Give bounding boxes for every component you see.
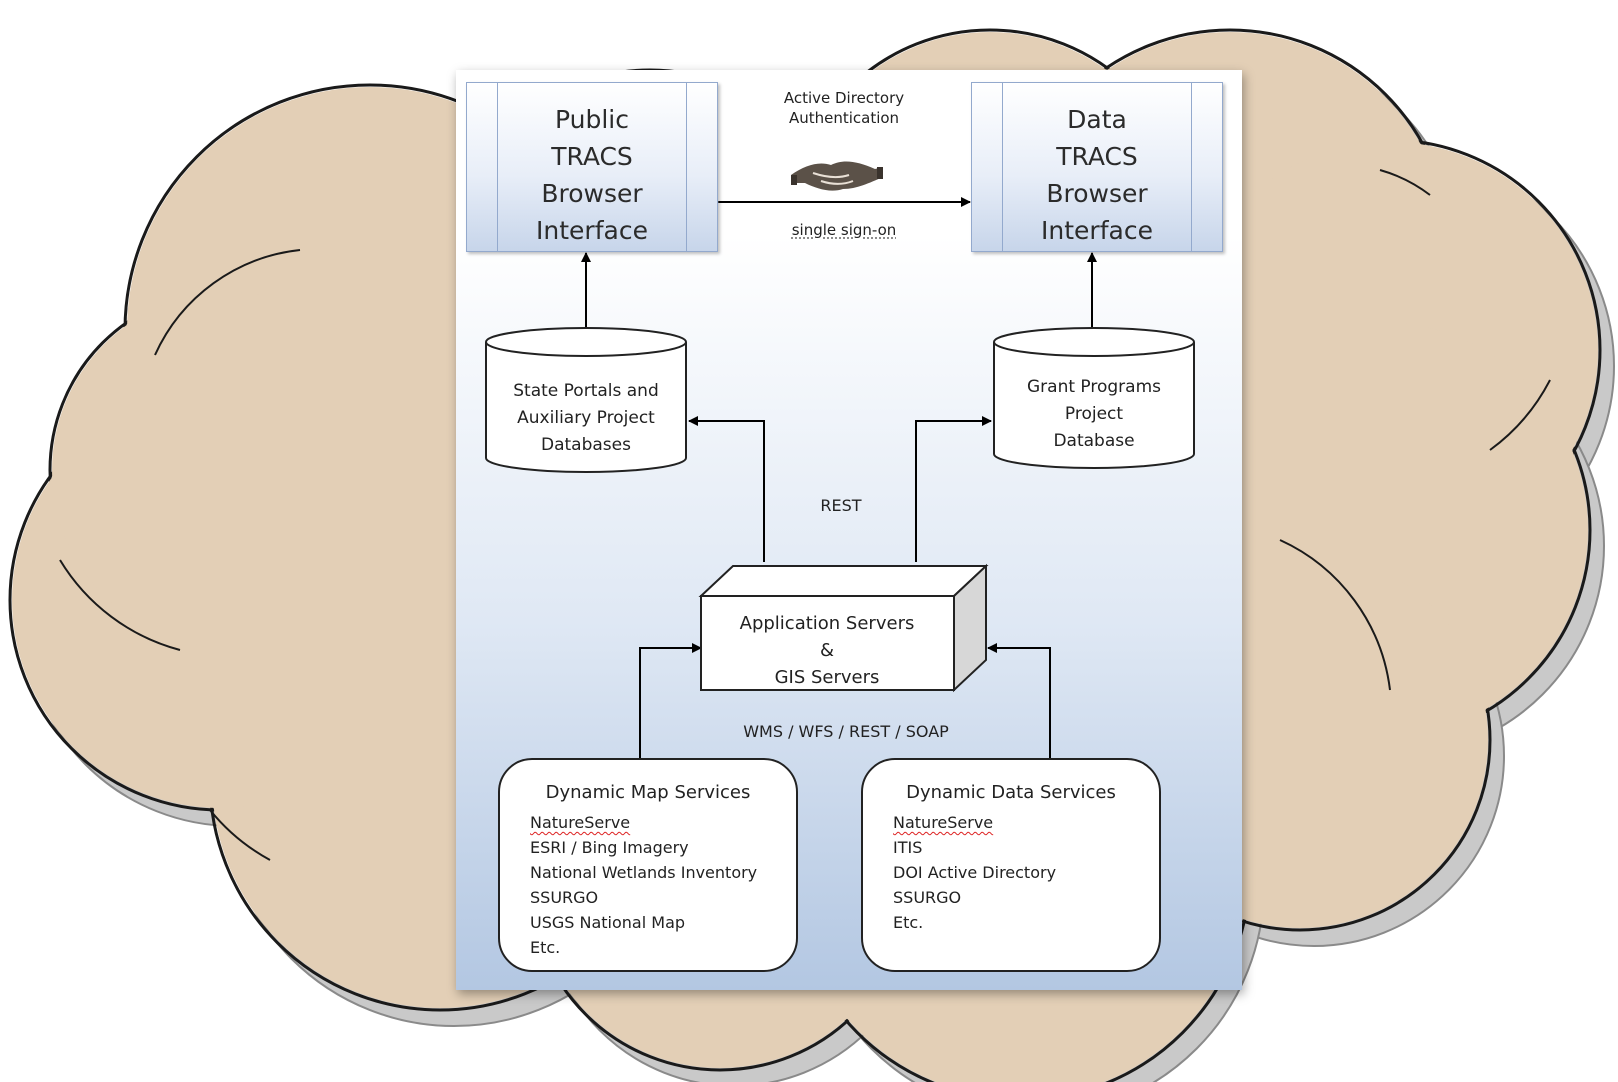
list-item: SSURGO: [893, 888, 962, 907]
list-item: ESRI / Bing Imagery: [530, 838, 689, 857]
state-portals-database: [485, 327, 687, 473]
dynamic-map-services-box: Dynamic Map Services NatureServe ESRI / …: [498, 758, 798, 972]
grant-db-label: Grant Programs Project Database: [1026, 377, 1161, 451]
browser-frame-right: [686, 83, 717, 251]
list-item: National Wetlands Inventory: [530, 863, 758, 882]
auth-title: Active Directory Authentication: [749, 88, 939, 128]
browser-frame-left: [972, 83, 1003, 251]
map-services-to-servers-arrow: [639, 643, 702, 765]
servers-label: Application Servers & GIS Servers: [739, 613, 915, 688]
servers-to-state-db-arrow: [688, 416, 765, 562]
handshake-icon: [791, 161, 883, 191]
browser-frame-left: [467, 83, 498, 251]
data-services-list: NatureServe ITIS DOI Active Directory SS…: [893, 810, 1056, 935]
list-item: NatureServe: [530, 813, 631, 832]
architecture-panel: Public TRACS Browser Interface Data TRAC…: [456, 70, 1242, 990]
connector-lines: [485, 161, 1195, 765]
map-services-title: Dynamic Map Services: [545, 782, 751, 803]
list-item: Etc.: [893, 913, 924, 932]
dynamic-data-services-box: Dynamic Data Services NatureServe ITIS D…: [861, 758, 1161, 972]
servers-to-grant-db-arrow: [915, 416, 992, 562]
protocols-label: WMS / WFS / REST / SOAP: [743, 722, 949, 741]
list-item: ITIS: [893, 838, 923, 857]
list-item: Etc.: [530, 938, 561, 957]
data-browser-label: Data TRACS Browser Interface: [1041, 105, 1153, 245]
public-tracs-browser-interface: Public TRACS Browser Interface: [466, 82, 718, 252]
map-services-list: NatureServe ESRI / Bing Imagery National…: [530, 810, 757, 960]
state-db-label: State Portals and Auxiliary Project Data…: [513, 381, 659, 455]
application-servers-box: [698, 563, 989, 693]
rest-label: REST: [820, 496, 862, 515]
list-item: DOI Active Directory: [893, 863, 1057, 882]
auth-line2: Authentication: [788, 109, 900, 127]
data-services-to-servers-arrow: [987, 643, 1051, 765]
grant-programs-database: [993, 327, 1195, 469]
public-browser-label: Public TRACS Browser Interface: [536, 105, 648, 245]
list-item: USGS National Map: [530, 913, 686, 932]
data-tracs-browser-interface: Data TRACS Browser Interface: [971, 82, 1223, 252]
browser-frame-right: [1191, 83, 1222, 251]
list-item: NatureServe: [893, 813, 994, 832]
list-item: SSURGO: [530, 888, 599, 907]
data-services-title: Dynamic Data Services: [906, 782, 1116, 803]
auth-line1: Active Directory: [783, 89, 905, 107]
sso-label: single sign-on: [791, 221, 897, 239]
